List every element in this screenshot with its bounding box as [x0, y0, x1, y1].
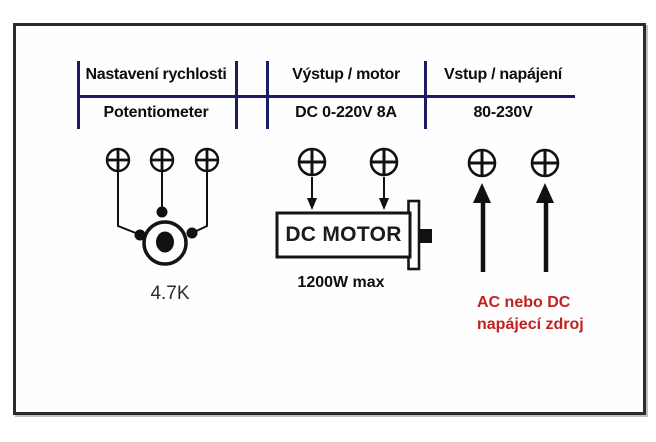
arrow-down-icon	[379, 177, 389, 210]
potentiometer-value-label: 4.7K	[150, 283, 190, 304]
arrow-up-icon	[473, 183, 491, 272]
motor-max-power-label: 1200W max	[297, 274, 385, 291]
potentiometer-symbol	[117, 171, 208, 266]
motor-name-label: DC MOTOR	[285, 223, 402, 246]
column-title-output-motor: Výstup / motor	[292, 66, 400, 83]
column-title-speed-setting: Nastavení rychlosti	[85, 66, 227, 83]
power-source-note: AC nebo DC napájecí zdroj	[477, 292, 584, 336]
column-subtitle-input-voltage: 80-230V	[473, 104, 533, 121]
terminal-icon	[369, 147, 399, 177]
power-source-note-line1: AC nebo DC	[477, 294, 571, 311]
column-subtitle-potentiometer: Potentiometer	[103, 104, 209, 121]
terminal-icon	[530, 148, 560, 178]
column-title-input-power: Vstup / napájení	[444, 66, 562, 83]
terminal-icon	[149, 147, 175, 173]
power-source-note-line2: napájecí zdroj	[477, 316, 584, 333]
terminal-icon	[194, 147, 220, 173]
terminal-icon	[105, 147, 131, 173]
arrow-down-icon	[307, 177, 317, 210]
header-rule-lines	[77, 61, 575, 129]
terminal-icon	[297, 147, 327, 177]
terminal-icon	[467, 148, 497, 178]
motor-symbol	[275, 199, 432, 271]
arrow-up-icon	[536, 183, 554, 272]
column-subtitle-output-rating: DC 0-220V 8A	[295, 104, 397, 121]
